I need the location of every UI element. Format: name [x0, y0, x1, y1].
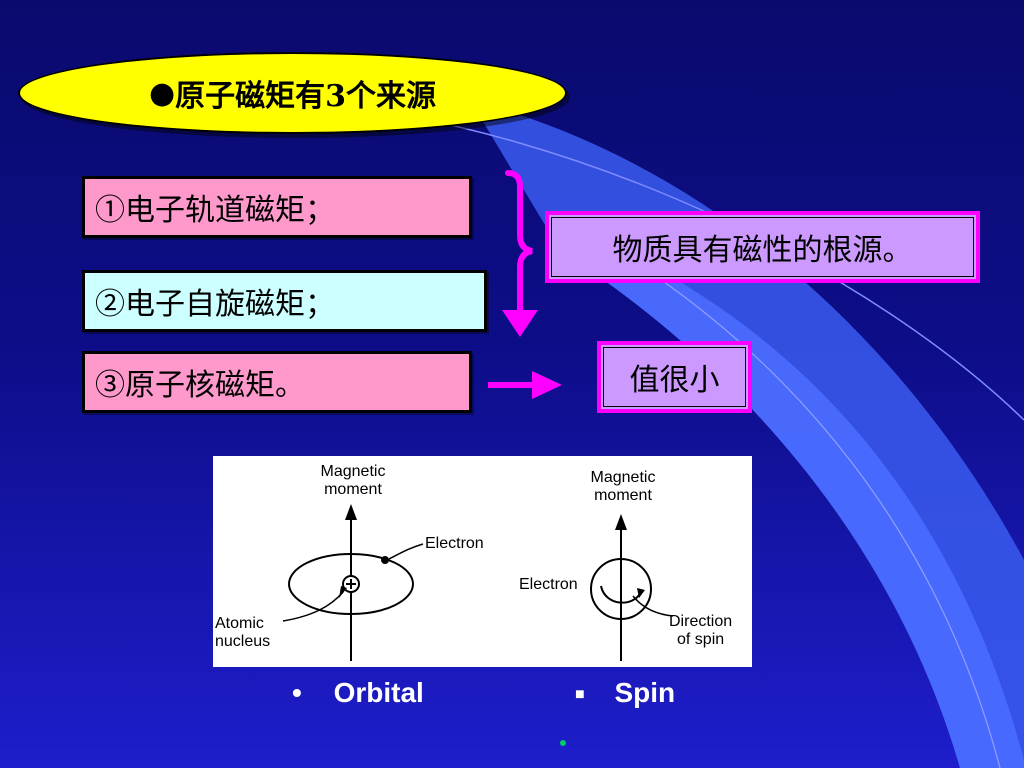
title-text: 原子磁矩有3个来源 [175, 79, 437, 114]
callout-value-small: 值很小 [597, 341, 752, 413]
caption-spin-text: Spin [614, 677, 676, 708]
orbital-diagram: Magnetic moment Electron Atomic nucleus [215, 463, 484, 661]
orbital-electron-label: Electron [425, 535, 484, 552]
direction-label-1: Direction [669, 613, 732, 630]
item-electron-orbital-moment: ①电子轨道磁矩； [82, 176, 472, 238]
item-label: ①电子轨道磁矩； [95, 193, 335, 228]
title-banner: ● 原子磁矩有3个来源 [18, 52, 567, 134]
direction-label-2: of spin [677, 631, 724, 648]
item-label: ③原子核磁矩。 [95, 368, 305, 403]
bullet-icon: ● [148, 75, 176, 111]
caption-spin: ■ Spin [575, 677, 675, 709]
spin-electron-label: Electron [519, 576, 578, 593]
right-arrow-icon [532, 371, 562, 399]
square-bullet-icon: ■ [575, 685, 585, 703]
item-label: ②电子自旋磁矩； [95, 287, 335, 322]
item-electron-spin-moment: ②电子自旋磁矩； [82, 270, 487, 332]
spin-diagram: Magnetic moment Electron Direction of sp… [519, 469, 732, 661]
magnetic-moment-figure: Magnetic moment Electron Atomic nucleus … [213, 456, 752, 667]
brace-and-arrows [488, 170, 562, 399]
orbital-moment-label-2: moment [324, 481, 382, 498]
caption-orbital-text: Orbital [333, 677, 424, 708]
callout-text: 物质具有磁性的根源。 [612, 233, 913, 268]
callout-text: 值很小 [629, 363, 720, 398]
figure-drawing: Magnetic moment Electron Atomic nucleus … [215, 463, 732, 661]
orbital-moment-label-1: Magnetic [321, 463, 386, 480]
spin-moment-label-2: moment [594, 487, 652, 504]
curly-brace-icon [505, 170, 533, 318]
callout-root-cause: 物质具有磁性的根源。 [545, 211, 980, 283]
spin-moment-label-1: Magnetic [591, 469, 656, 486]
nucleus-label-1: Atomic [215, 615, 264, 632]
item-nuclear-moment: ③原子核磁矩。 [82, 351, 472, 413]
down-arrow-icon [502, 310, 538, 337]
bullet-icon: • [292, 677, 302, 708]
nucleus-label-2: nucleus [215, 633, 270, 650]
green-dot-icon [560, 740, 566, 746]
caption-orbital: • Orbital [292, 677, 424, 709]
